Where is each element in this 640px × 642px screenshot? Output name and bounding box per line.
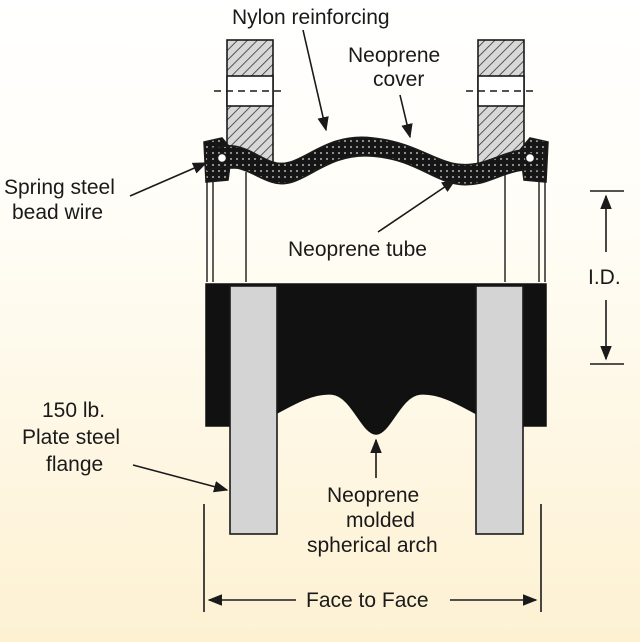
label-flange-line1: 150 lb.: [42, 399, 105, 422]
label-neoprene-cover-line1: Neoprene: [348, 44, 440, 67]
side-lines: [206, 172, 546, 282]
label-flange-line3: flange: [46, 453, 103, 476]
rubber-body: [205, 283, 547, 435]
label-nylon-reinforcing: Nylon reinforcing: [232, 6, 390, 29]
bead-wire-left: [216, 152, 228, 164]
bead-wire-right: [524, 152, 536, 164]
label-arch-line3: spherical arch: [307, 534, 438, 557]
label-flange-line2: Plate steel: [22, 426, 120, 449]
label-face-to-face: Face to Face: [306, 589, 429, 612]
label-spring-steel-line1: Spring steel: [4, 176, 115, 199]
label-spring-steel-line2: bead wire: [12, 201, 103, 224]
nylon-reinforced-arch: [207, 136, 545, 186]
label-neoprene-cover-line2: cover: [373, 68, 424, 91]
leader-lines: [129, 29, 457, 493]
face-to-face-dimension: [203, 504, 542, 612]
label-neoprene-tube: Neoprene tube: [288, 238, 427, 261]
left-plate-flange: [229, 285, 278, 535]
id-dimension: [590, 190, 624, 365]
label-arch-line2: molded: [346, 509, 415, 532]
label-arch-line1: Neoprene: [327, 484, 419, 507]
right-plate-flange: [475, 285, 524, 535]
label-id: I.D.: [588, 266, 621, 289]
